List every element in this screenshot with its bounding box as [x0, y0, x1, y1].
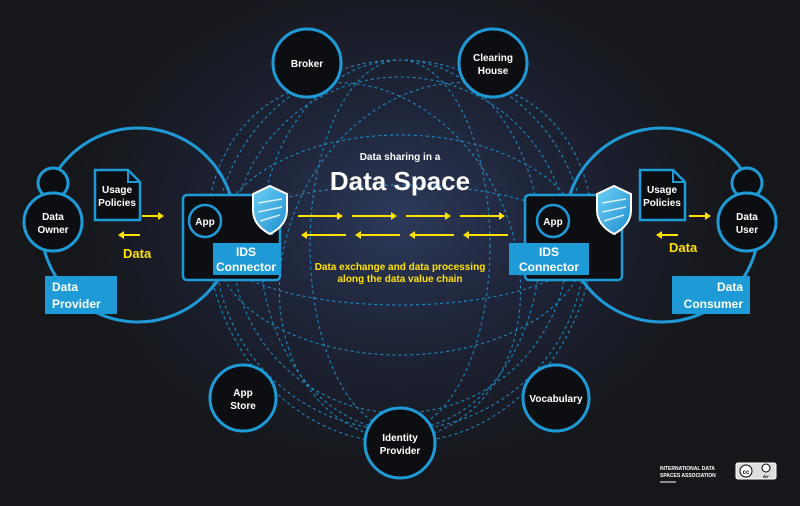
clearing-house-node[interactable]: Clearing House: [457, 27, 529, 99]
data-consumer-tag: [672, 276, 750, 314]
data-user-node[interactable]: Data User: [716, 166, 778, 253]
shield-icon: [596, 184, 632, 236]
globe-meridian: [206, 82, 522, 442]
logo-text: INTERNATIONAL DATA: [660, 466, 715, 472]
broker-node[interactable]: Broker: [271, 27, 343, 99]
data-user-label: Data: [736, 212, 758, 223]
connector-label: Connector: [519, 260, 579, 274]
usage-policies-label: Usage: [647, 185, 677, 196]
app-label: App: [543, 217, 562, 228]
app-icon: [535, 203, 571, 239]
usage-policies-label: Usage: [102, 185, 132, 196]
cc-by-license-badge: cc BY: [735, 462, 777, 480]
data-provider-label: Provider: [52, 297, 101, 311]
data-consumer-label: Consumer: [684, 297, 744, 311]
vocabulary-label: Vocabulary: [529, 394, 583, 405]
app-icon: [187, 203, 223, 239]
center-caption-line1: Data exchange and data processing: [315, 262, 486, 273]
arrow-head: [118, 231, 124, 239]
cc-icon: [739, 464, 753, 478]
person-body-icon: [22, 191, 84, 253]
connector-label: IDS: [539, 245, 559, 259]
by-label: BY: [763, 474, 769, 479]
arrow-head: [656, 231, 662, 239]
data-consumer-group: Data User Usage Policies Data App IDS Co…: [509, 126, 778, 324]
usage-policies-label: Policies: [98, 198, 136, 209]
consumer-data-label: Data: [669, 240, 698, 255]
app-label: App: [195, 217, 214, 228]
data-consumer-label: Data: [717, 280, 743, 294]
header-subtitle: Data sharing in a: [360, 152, 441, 163]
shield-icon: [252, 184, 288, 236]
broker-label: Broker: [291, 59, 323, 70]
usage-policies-label: Policies: [643, 198, 681, 209]
consumer-usage-policies[interactable]: Usage Policies: [638, 168, 687, 222]
cc-label: cc: [743, 470, 750, 476]
clearing-house-label: House: [478, 66, 509, 77]
idsa-logo: INTERNATIONAL DATA SPACES ASSOCIATION: [660, 466, 716, 483]
right-arrows: [298, 212, 505, 220]
left-arrows: [301, 231, 508, 239]
arrow-head: [705, 212, 711, 220]
by-icon: [761, 463, 771, 473]
vocabulary-node[interactable]: Vocabulary: [521, 363, 591, 433]
connector-tag: [509, 243, 589, 275]
data-provider-label: Data: [52, 280, 78, 294]
app-store-label: Store: [230, 401, 256, 412]
data-provider-tag: [45, 276, 117, 314]
identity-provider-node[interactable]: Identity Provider: [363, 406, 437, 480]
center-caption-line2: along the data value chain: [337, 274, 462, 285]
connector-label: Connector: [216, 260, 276, 274]
connector-tag: [213, 243, 280, 275]
identity-provider-label: Identity: [382, 433, 418, 444]
app-store-label: App: [233, 388, 252, 399]
logo-text: SPACES ASSOCIATION: [660, 473, 716, 479]
data-owner-label: Owner: [37, 225, 68, 236]
data-owner-node[interactable]: Data Owner: [22, 166, 84, 253]
data-owner-label: Data: [42, 212, 64, 223]
data-user-label: User: [736, 225, 758, 236]
arrow-head: [158, 212, 164, 220]
provider-usage-policies[interactable]: Usage Policies: [93, 168, 142, 222]
app-store-node[interactable]: App Store: [208, 363, 278, 433]
identity-provider-label: Provider: [380, 446, 421, 457]
data-provider-group: Data Owner Usage Policies Data App IDS C…: [22, 126, 288, 324]
person-body-icon: [716, 191, 778, 253]
header-title: Data Space: [330, 166, 470, 196]
clearing-house-label: Clearing: [473, 53, 513, 64]
provider-data-label: Data: [123, 246, 152, 261]
connector-label: IDS: [236, 245, 256, 259]
